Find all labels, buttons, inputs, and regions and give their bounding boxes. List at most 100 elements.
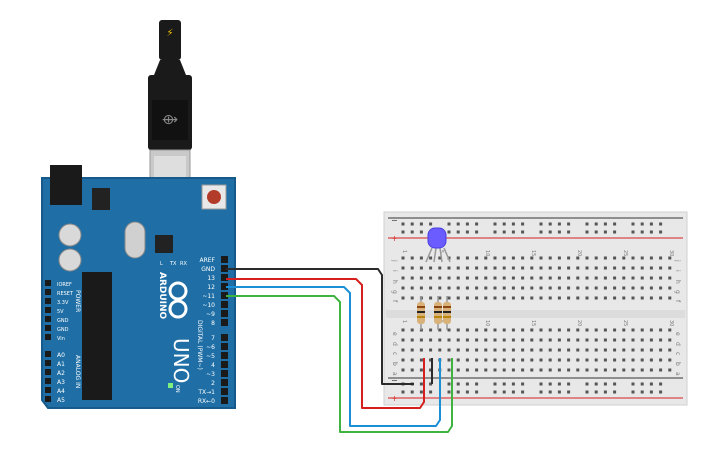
tie-point-hole[interactable] <box>419 368 423 372</box>
tie-point-hole[interactable] <box>465 266 469 270</box>
rail-hole[interactable] <box>447 222 451 226</box>
header-pin[interactable] <box>221 301 228 308</box>
tie-point-hole[interactable] <box>465 368 469 372</box>
tie-point-hole[interactable] <box>484 276 488 280</box>
tie-point-hole[interactable] <box>567 266 571 270</box>
resistor[interactable] <box>443 296 451 330</box>
tie-point-hole[interactable] <box>438 286 442 290</box>
tie-point-hole[interactable] <box>576 338 580 342</box>
tie-point-hole[interactable] <box>548 328 552 332</box>
rail-hole[interactable] <box>419 390 423 394</box>
tie-point-hole[interactable] <box>410 256 414 260</box>
tie-point-hole[interactable] <box>502 338 506 342</box>
tie-point-hole[interactable] <box>511 348 515 352</box>
tie-point-hole[interactable] <box>475 256 479 260</box>
tie-point-hole[interactable] <box>493 338 497 342</box>
tie-point-hole[interactable] <box>567 286 571 290</box>
tie-point-hole[interactable] <box>622 286 626 290</box>
tie-point-hole[interactable] <box>419 256 423 260</box>
tie-point-hole[interactable] <box>594 368 598 372</box>
tie-point-hole[interactable] <box>567 296 571 300</box>
tie-point-hole[interactable] <box>484 368 488 372</box>
tie-point-hole[interactable] <box>465 328 469 332</box>
tie-point-hole[interactable] <box>567 358 571 362</box>
tie-point-hole[interactable] <box>557 348 561 352</box>
rail-hole[interactable] <box>640 390 644 394</box>
tie-point-hole[interactable] <box>539 286 543 290</box>
rail-hole[interactable] <box>511 382 515 386</box>
rail-hole[interactable] <box>594 222 598 226</box>
header-pin[interactable] <box>221 256 228 263</box>
header-pin[interactable] <box>45 387 51 393</box>
header-pin[interactable] <box>45 307 51 313</box>
tie-point-hole[interactable] <box>557 276 561 280</box>
tie-point-hole[interactable] <box>585 338 589 342</box>
rail-hole[interactable] <box>603 390 607 394</box>
header-pin[interactable] <box>45 325 51 331</box>
tie-point-hole[interactable] <box>530 348 534 352</box>
header-pin[interactable] <box>45 378 51 384</box>
tie-point-hole[interactable] <box>622 296 626 300</box>
tie-point-hole[interactable] <box>631 296 635 300</box>
tie-point-hole[interactable] <box>594 338 598 342</box>
tie-point-hole[interactable] <box>419 358 423 362</box>
tie-point-hole[interactable] <box>521 296 525 300</box>
tie-point-hole[interactable] <box>668 266 672 270</box>
rail-hole[interactable] <box>659 382 663 386</box>
rail-hole[interactable] <box>475 390 479 394</box>
rail-hole[interactable] <box>419 382 423 386</box>
tie-point-hole[interactable] <box>502 358 506 362</box>
tie-point-hole[interactable] <box>521 348 525 352</box>
rail-hole[interactable] <box>429 390 433 394</box>
tie-point-hole[interactable] <box>401 338 405 342</box>
tie-point-hole[interactable] <box>576 256 580 260</box>
rail-hole[interactable] <box>640 230 644 234</box>
tie-point-hole[interactable] <box>567 276 571 280</box>
tie-point-hole[interactable] <box>659 286 663 290</box>
tie-point-hole[interactable] <box>640 276 644 280</box>
rail-hole[interactable] <box>511 222 515 226</box>
tie-point-hole[interactable] <box>594 276 598 280</box>
rail-hole[interactable] <box>465 230 469 234</box>
tie-point-hole[interactable] <box>668 276 672 280</box>
tie-point-hole[interactable] <box>640 328 644 332</box>
tie-point-hole[interactable] <box>410 358 414 362</box>
rail-hole[interactable] <box>603 222 607 226</box>
tie-point-hole[interactable] <box>429 358 433 362</box>
tie-point-hole[interactable] <box>622 266 626 270</box>
tie-point-hole[interactable] <box>530 256 534 260</box>
tie-point-hole[interactable] <box>585 348 589 352</box>
rail-hole[interactable] <box>631 382 635 386</box>
tie-point-hole[interactable] <box>659 256 663 260</box>
tie-point-hole[interactable] <box>603 296 607 300</box>
tie-point-hole[interactable] <box>613 368 617 372</box>
tie-point-hole[interactable] <box>603 266 607 270</box>
rail-hole[interactable] <box>429 382 433 386</box>
header-pin[interactable] <box>221 388 228 395</box>
tie-point-hole[interactable] <box>631 368 635 372</box>
header-pin[interactable] <box>45 351 51 357</box>
tie-point-hole[interactable] <box>613 328 617 332</box>
tie-point-hole[interactable] <box>659 358 663 362</box>
resistor[interactable] <box>434 296 442 330</box>
tie-point-hole[interactable] <box>603 276 607 280</box>
tie-point-hole[interactable] <box>465 286 469 290</box>
tie-point-hole[interactable] <box>649 266 653 270</box>
tie-point-hole[interactable] <box>521 276 525 280</box>
tie-point-hole[interactable] <box>640 338 644 342</box>
tie-point-hole[interactable] <box>585 358 589 362</box>
tie-point-hole[interactable] <box>456 338 460 342</box>
tie-point-hole[interactable] <box>649 286 653 290</box>
tie-point-hole[interactable] <box>465 256 469 260</box>
tie-point-hole[interactable] <box>401 348 405 352</box>
header-pin[interactable] <box>221 292 228 299</box>
tie-point-hole[interactable] <box>548 338 552 342</box>
tie-point-hole[interactable] <box>659 338 663 342</box>
tie-point-hole[interactable] <box>622 348 626 352</box>
tie-point-hole[interactable] <box>631 256 635 260</box>
tie-point-hole[interactable] <box>548 266 552 270</box>
tie-point-hole[interactable] <box>484 296 488 300</box>
tie-point-hole[interactable] <box>521 358 525 362</box>
rail-hole[interactable] <box>447 230 451 234</box>
tie-point-hole[interactable] <box>401 266 405 270</box>
